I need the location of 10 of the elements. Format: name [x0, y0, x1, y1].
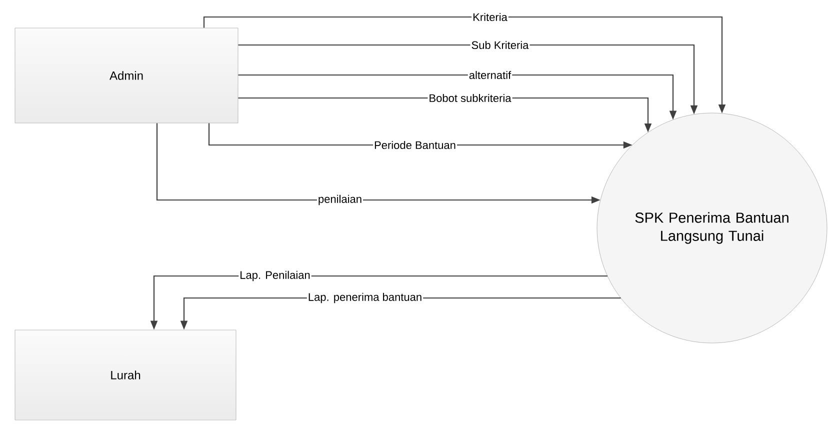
edge-label: alternatif	[468, 70, 512, 80]
edge-label: Bobot subkriteria	[428, 92, 512, 104]
edge-label: Kriteria	[472, 12, 508, 22]
entity-box: Admin	[14, 28, 238, 124]
edge-label: Periode Bantuan	[373, 140, 457, 150]
edge-label: penilaian	[316, 194, 364, 206]
entity-box: Lurah	[14, 330, 236, 420]
edge-label: Lap. penerima bantuan	[306, 292, 424, 304]
edge-label: Sub Kriteria	[470, 40, 530, 50]
edge-label: Lap. Penilaian	[238, 270, 312, 282]
